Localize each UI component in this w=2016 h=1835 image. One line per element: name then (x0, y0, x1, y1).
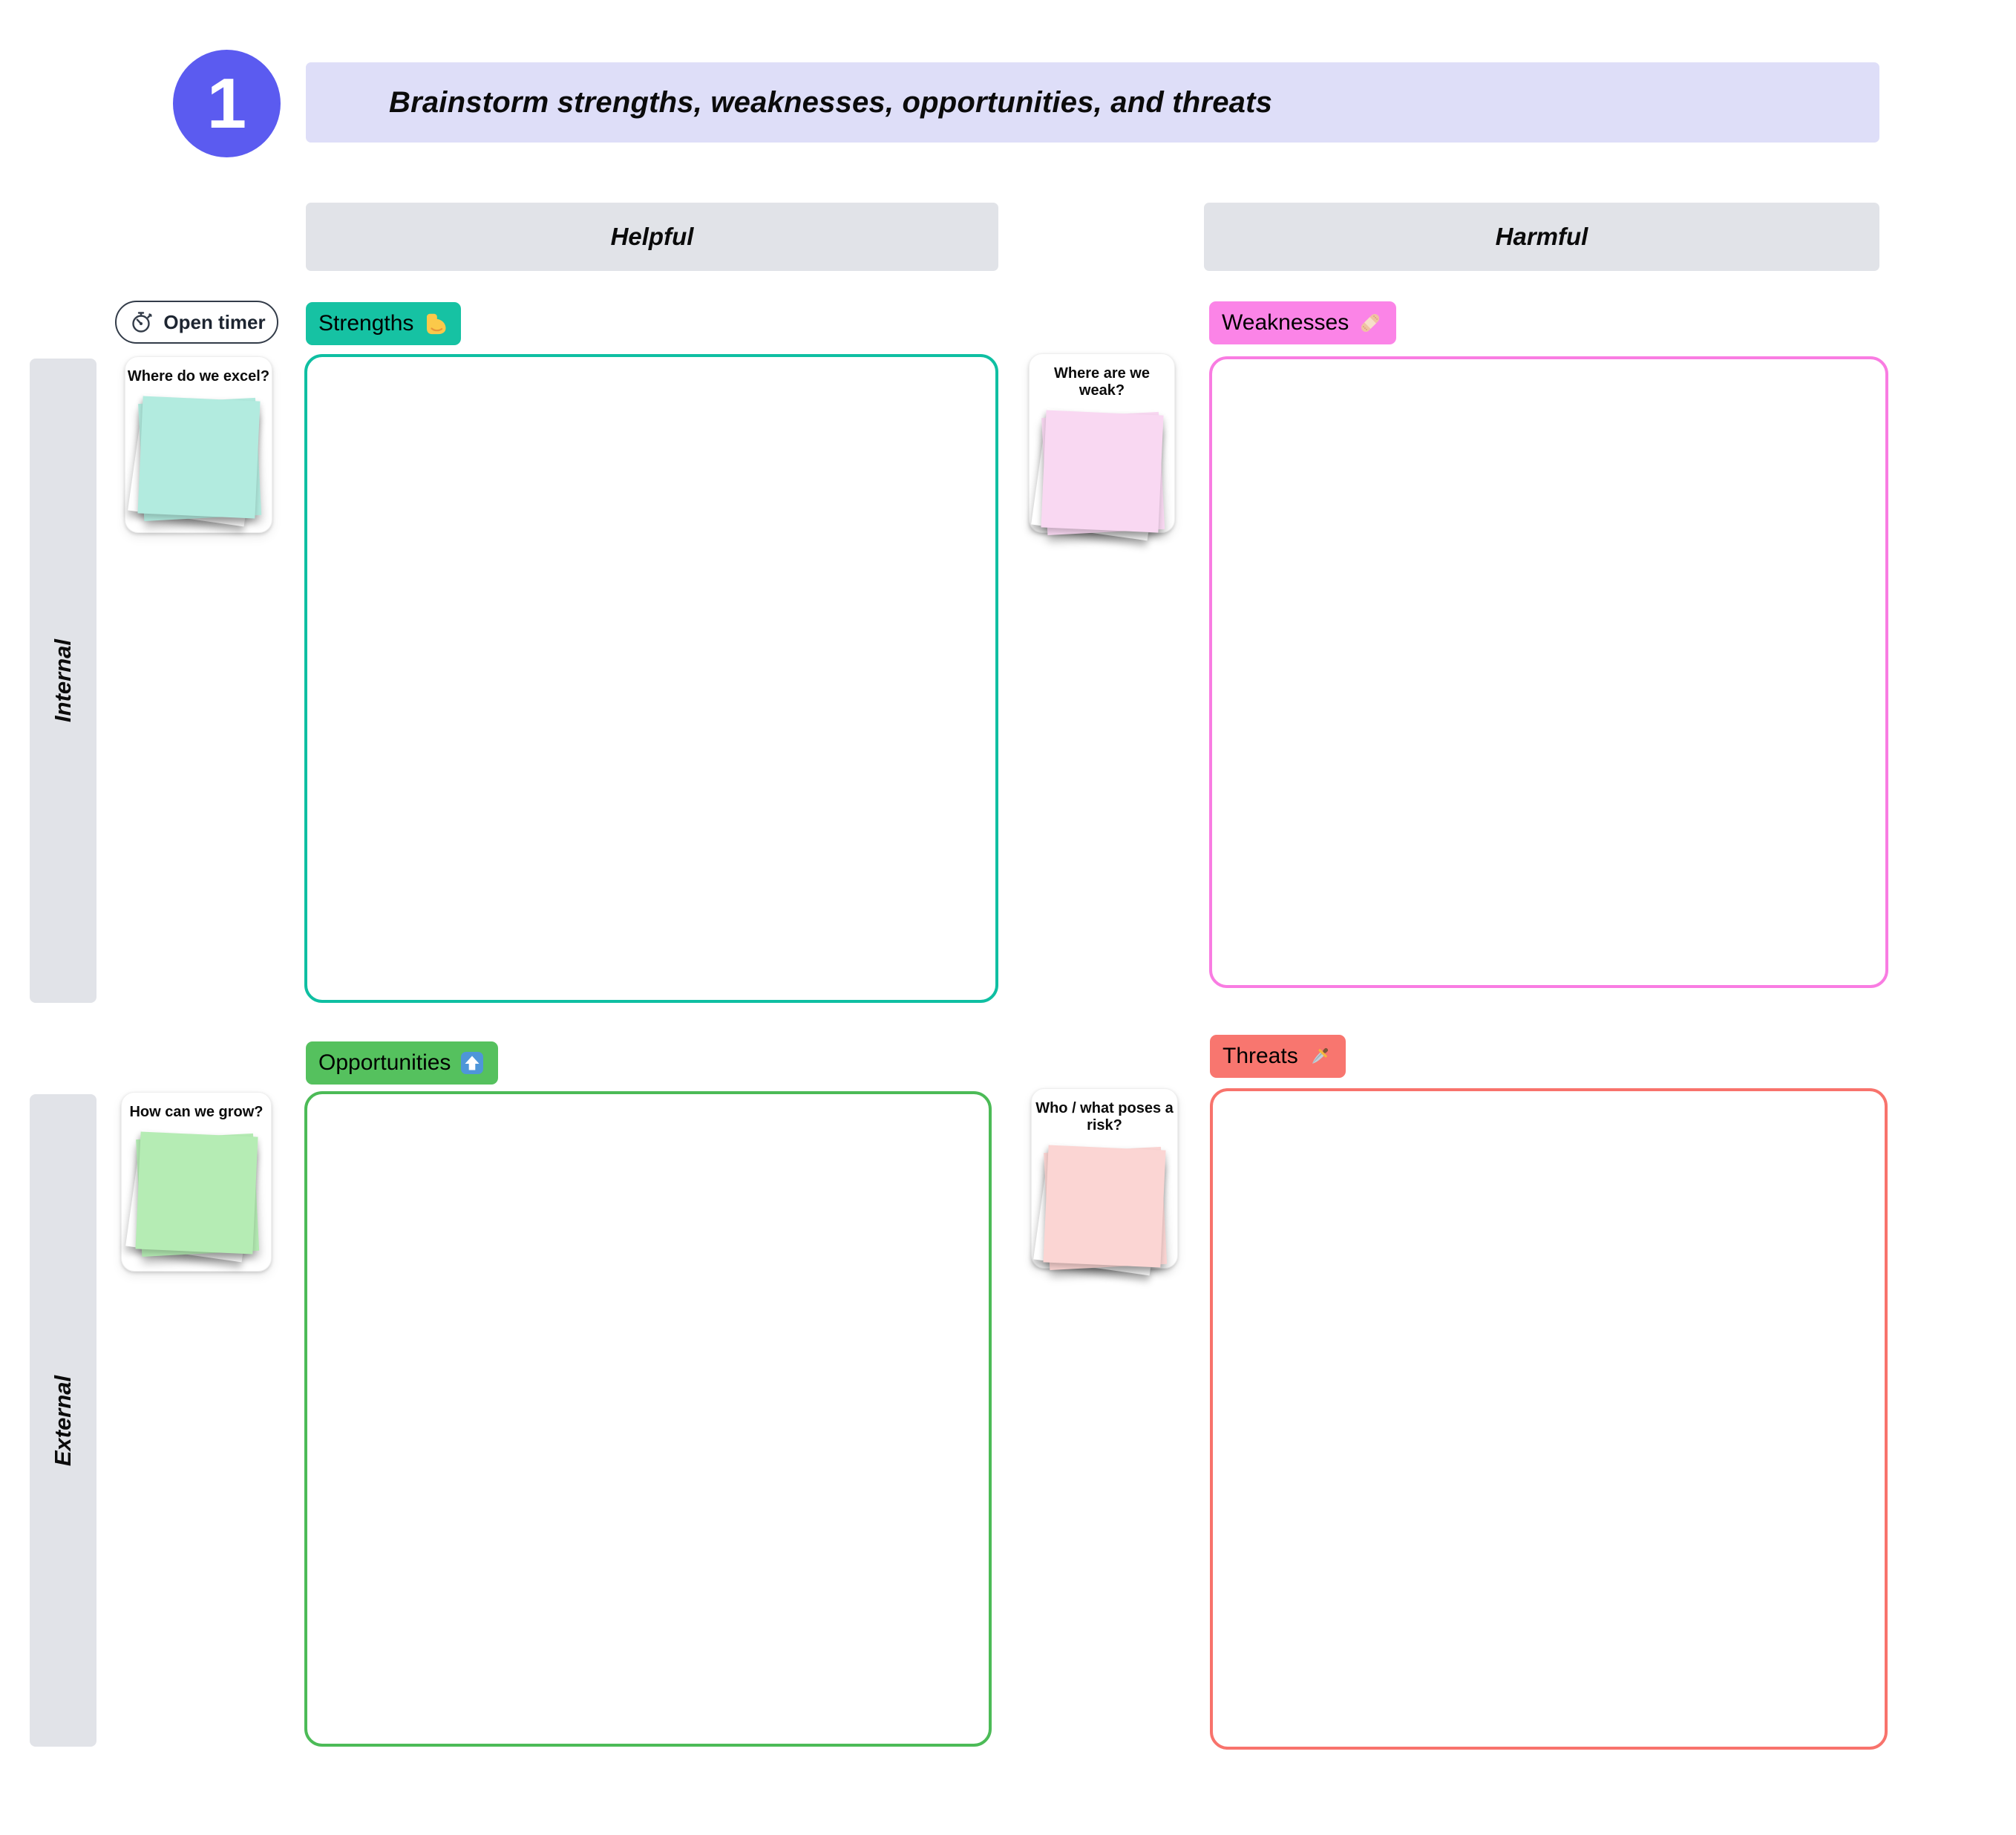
opportunities-label-text: Opportunities (318, 1050, 451, 1075)
open-timer-button[interactable]: Open timer (115, 301, 278, 344)
sticky-note[interactable] (1040, 410, 1164, 533)
opportunities-prompt-card: How can we grow? (121, 1092, 272, 1272)
column-header-harmful: Harmful (1204, 203, 1879, 271)
threats-area[interactable] (1210, 1088, 1888, 1750)
opportunities-sticky-pad[interactable] (125, 1127, 261, 1263)
step-number-badge: 1 (173, 50, 281, 157)
row-header-internal: Internal (30, 359, 96, 1003)
bandage-icon (1357, 310, 1384, 336)
strengths-label[interactable]: Strengths (306, 302, 462, 345)
weaknesses-prompt-text: Where are we weak? (1054, 365, 1150, 399)
weaknesses-area[interactable] (1209, 356, 1888, 988)
sticky-note[interactable] (134, 1131, 258, 1255)
threats-sticky-pad[interactable] (1033, 1140, 1168, 1276)
threats-prompt-text: Who / what poses a risk? (1035, 1100, 1174, 1134)
open-timer-label: Open timer (163, 310, 266, 333)
weaknesses-prompt-card: Where are we weak? (1029, 353, 1175, 541)
sticky-note[interactable] (1043, 1145, 1166, 1268)
opportunities-area[interactable] (304, 1091, 992, 1747)
row-header-external-label: External (50, 1375, 76, 1466)
opportunities-prompt-text: How can we grow? (129, 1104, 264, 1120)
weaknesses-label-text: Weaknesses (1222, 310, 1349, 335)
step-title: Brainstorm strengths, weaknesses, opport… (306, 62, 1879, 143)
weaknesses-label[interactable]: Weaknesses (1209, 301, 1397, 344)
row-header-external: External (30, 1094, 96, 1747)
threats-label[interactable]: Threats (1210, 1035, 1346, 1078)
strengths-prompt-card: Where do we excel? (125, 356, 272, 533)
opportunities-label[interactable]: Opportunities (306, 1041, 499, 1085)
strengths-area[interactable] (304, 354, 998, 1003)
row-header-internal-label: Internal (50, 639, 76, 722)
sticky-note[interactable] (137, 396, 261, 519)
weaknesses-sticky-pad[interactable] (1030, 405, 1166, 541)
strengths-sticky-pad[interactable] (127, 391, 263, 527)
threats-label-text: Threats (1223, 1044, 1298, 1068)
threats-prompt-card: Who / what poses a risk? (1031, 1088, 1178, 1276)
column-header-helpful: Helpful (306, 203, 998, 271)
dagger-icon (1306, 1043, 1333, 1070)
stopwatch-icon (128, 309, 154, 336)
up-arrow-icon (459, 1050, 485, 1076)
flexed-biceps-icon (422, 310, 448, 337)
strengths-prompt-text: Where do we excel? (127, 368, 270, 385)
strengths-label-text: Strengths (318, 311, 414, 336)
